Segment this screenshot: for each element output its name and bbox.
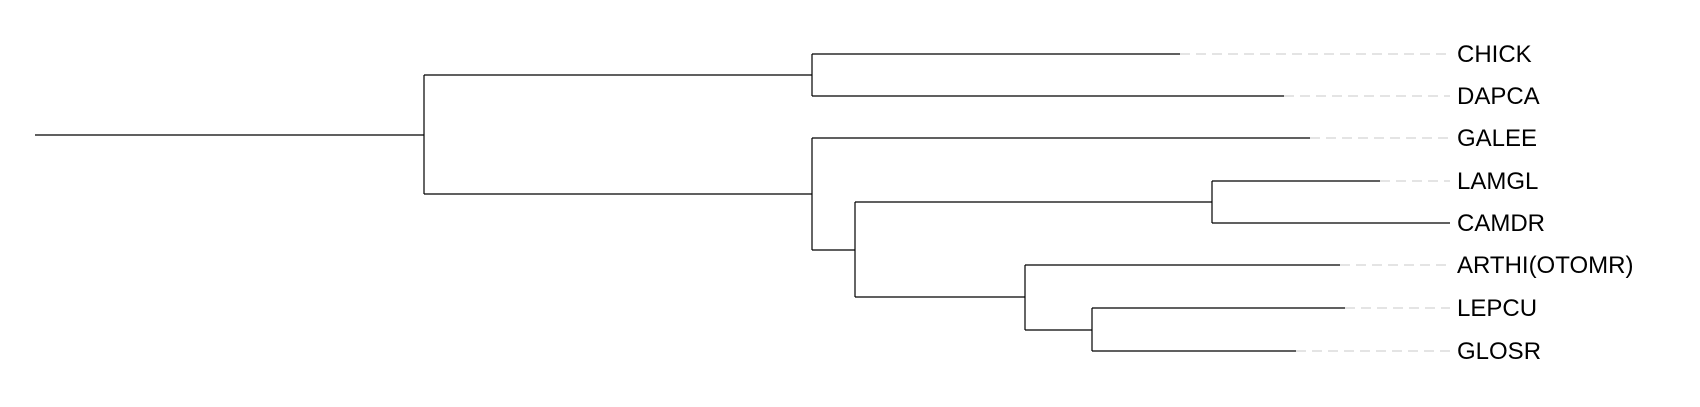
leaf-guide-lines bbox=[1180, 53, 1450, 352]
leaf-label-arthi: ARTHI(OTOMR) bbox=[1457, 252, 1633, 279]
leaf-label-glosr: GLOSR bbox=[1457, 338, 1541, 365]
leaf-label-dapca: DAPCA bbox=[1457, 83, 1540, 110]
leaf-label-lepcu: LEPCU bbox=[1457, 295, 1537, 322]
leaf-label-chick: CHICK bbox=[1457, 41, 1532, 68]
leaf-label-lamgl: LAMGL bbox=[1457, 168, 1538, 195]
tree-branches bbox=[35, 53, 1450, 352]
leaf-labels: CHICK DAPCA GALEE LAMGL CAMDR ARTHI(OTOM… bbox=[1457, 41, 1633, 365]
leaf-label-galee: GALEE bbox=[1457, 125, 1537, 152]
leaf-label-camdr: CAMDR bbox=[1457, 210, 1545, 237]
